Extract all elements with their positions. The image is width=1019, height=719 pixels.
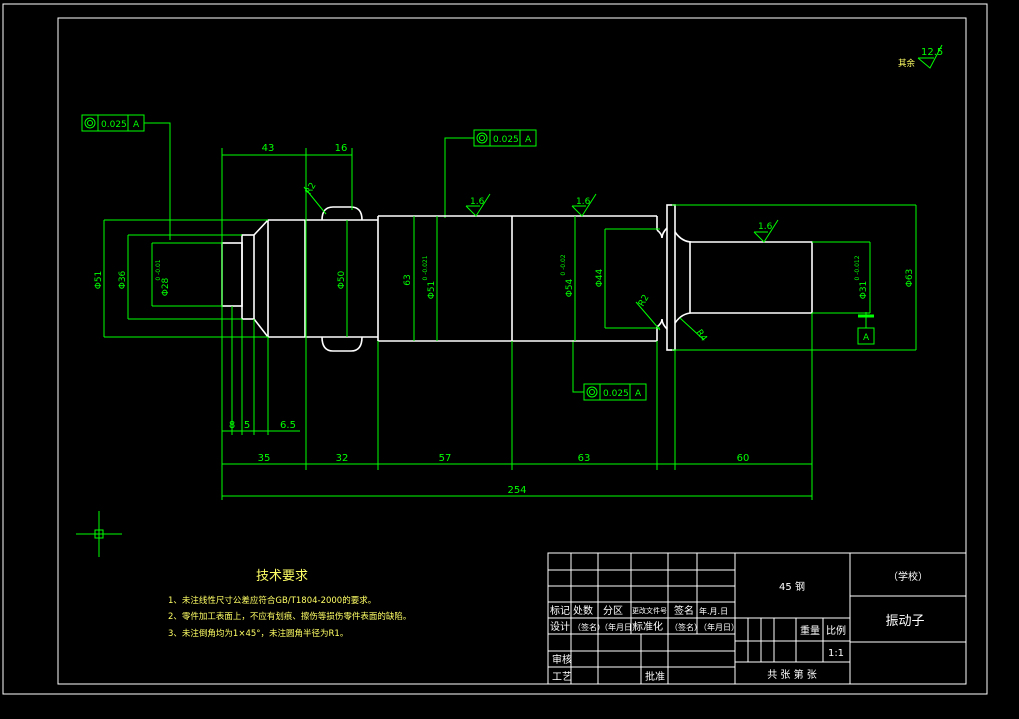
- tb-row-label-5: 签名: [674, 604, 694, 617]
- tb-part-name: 振动子: [885, 614, 924, 629]
- dim-35: 35: [258, 453, 271, 464]
- note-2: 2、零件加工表面上，不应有划痕、擦伤等损伤零件表面的缺陷。: [168, 611, 411, 622]
- tolerance-datum-3: A: [635, 389, 642, 399]
- roughness-2: 1.6: [576, 197, 591, 207]
- roughness-general-value: 12.5: [921, 47, 943, 58]
- tolerance-value-3: 0.025: [603, 389, 629, 399]
- dia-50: Φ50: [337, 270, 347, 289]
- note-1: 1、未注线性尺寸公差应符合GB/T1804-2000的要求。: [168, 595, 376, 606]
- roughness-1: 1.6: [470, 197, 485, 207]
- general-roughness: 其余 12.5: [898, 44, 943, 69]
- dia-31-tol: 0 -0.012: [854, 255, 861, 280]
- tb-sheets: 共 张 第 张: [767, 668, 817, 681]
- tb-design-3: （年月日）: [600, 622, 640, 632]
- tb-design-2: （签名）: [573, 622, 605, 632]
- roughness-marks: 1.6 1.6 1.6: [465, 193, 779, 243]
- shaft-outline: [221, 204, 813, 352]
- dim-60: 60: [737, 453, 750, 464]
- tb-scale-label: 比例: [826, 624, 846, 637]
- dia-44: Φ44: [595, 268, 605, 287]
- dim-32: 32: [336, 453, 349, 464]
- tb-review: 审核: [552, 653, 572, 666]
- dia-54: Φ54: [565, 278, 575, 297]
- tb-scale-value: 1:1: [828, 648, 844, 659]
- dim-254: 254: [507, 485, 526, 496]
- tolerance-datum-1: A: [133, 120, 140, 130]
- dim-16: 16: [335, 143, 348, 154]
- tb-row-label-2: 处数: [573, 604, 593, 617]
- dia-51b: Φ51: [427, 281, 437, 300]
- dia-31: Φ31: [859, 281, 869, 300]
- dia-51b-tol: 0 -0.021: [422, 255, 429, 280]
- dimension-texts: 43 16 8 5 6.5 35 32 57 63 60 254 Φ51 Φ36…: [94, 143, 915, 496]
- tolerance-value-1: 0.025: [101, 120, 127, 130]
- tolerance-frame-2: 0.025 A: [444, 129, 537, 218]
- tb-process: 工艺: [552, 671, 572, 683]
- dia-51: Φ51: [94, 271, 104, 290]
- dia-54-tol: 0 -0.02: [560, 254, 567, 275]
- tolerance-value-2: 0.025: [493, 135, 519, 145]
- extension-lines: [104, 148, 916, 500]
- tb-weight-label: 重量: [800, 624, 820, 637]
- dia-63a: 63: [403, 274, 413, 285]
- dimension-lines: [103, 154, 917, 497]
- technical-notes: 技术要求 1、未注线性尺寸公差应符合GB/T1804-2000的要求。 2、零件…: [168, 569, 411, 639]
- cad-cursor: [76, 511, 122, 557]
- tb-school: （学校）: [888, 570, 928, 583]
- tb-design-1: 设计: [550, 620, 570, 633]
- tb-approve: 批准: [645, 670, 665, 683]
- tb-row-label-6: 年.月.日: [699, 606, 728, 616]
- tb-design-4: 标准化: [633, 620, 663, 633]
- dia-36: Φ36: [118, 270, 128, 289]
- notes-title: 技术要求: [256, 569, 308, 584]
- outer-frame: [2, 3, 988, 695]
- title-block: 标记 处数 分区 更改文件号 签名 年.月.日 设计 （签名） （年月日） 标准…: [547, 552, 967, 685]
- dim-57: 57: [439, 453, 452, 464]
- tb-material: 45 钢: [779, 580, 805, 593]
- dim-6-5: 6.5: [280, 420, 296, 431]
- dim-5: 5: [244, 420, 250, 431]
- roughness-note-label: 其余: [898, 58, 916, 69]
- tolerance-frame-3: 0.025 A: [572, 340, 647, 401]
- tolerance-datum-2: A: [525, 135, 532, 145]
- dim-8: 8: [229, 420, 235, 431]
- datum-a-label: A: [863, 333, 870, 343]
- datum-a-symbol: A: [857, 312, 875, 345]
- inner-frame: [57, 17, 967, 685]
- dim-43: 43: [262, 143, 275, 154]
- note-3: 3、未注倒角均为1×45°，未注圆角半径为R1。: [168, 628, 348, 639]
- tb-row-label-1: 标记: [550, 605, 570, 617]
- dia-28: Φ28: [161, 277, 171, 296]
- tb-design-5: （签名）: [670, 622, 702, 632]
- tb-row-label-3: 分区: [603, 605, 623, 617]
- roughness-3: 1.6: [758, 222, 773, 232]
- tb-row-label-4: 更改文件号: [632, 606, 667, 615]
- radius-r4: R4: [694, 328, 709, 344]
- dim-63: 63: [578, 453, 591, 464]
- tb-design-6: （年月日）: [699, 622, 739, 632]
- dia-63b: Φ63: [905, 269, 915, 288]
- tolerance-frame-1: 0.025 A: [81, 114, 171, 240]
- dia-28-tol: 0 -0.01: [155, 259, 162, 280]
